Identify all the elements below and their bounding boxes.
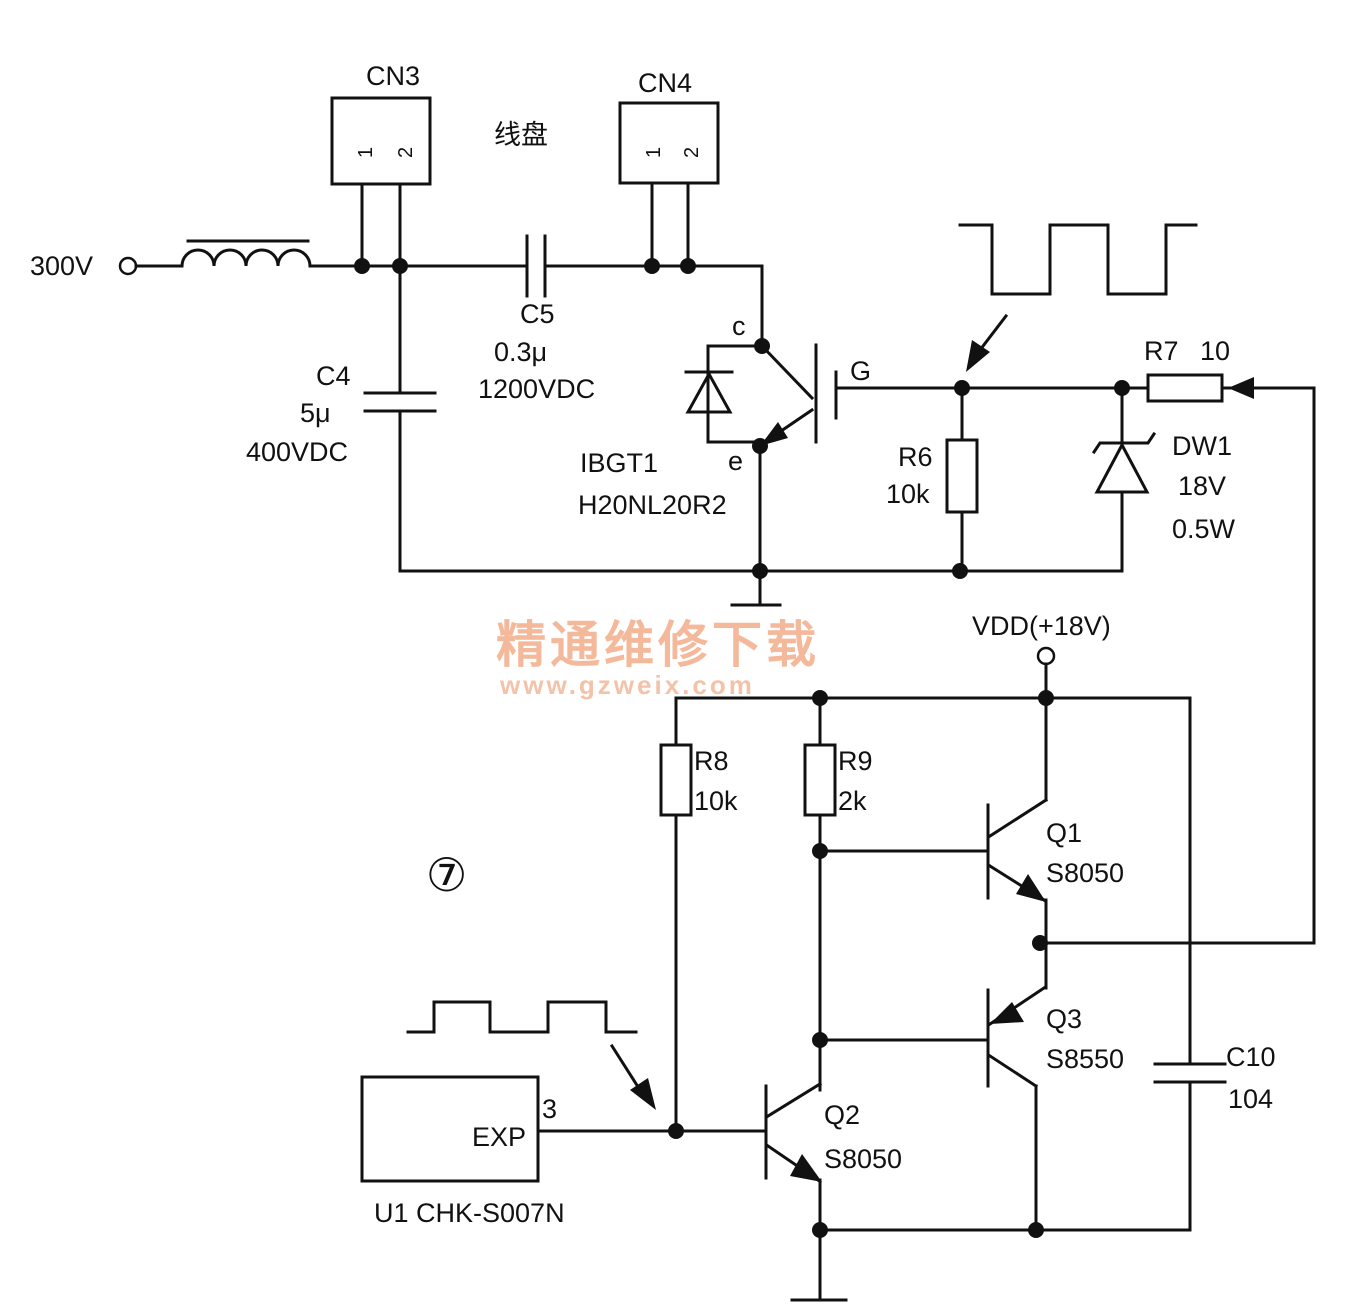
resistor-r6: R6 10k xyxy=(886,380,979,573)
c5-ref: C5 xyxy=(520,299,555,329)
c4-ref: C4 xyxy=(316,361,351,391)
u1-pin-number: 3 xyxy=(542,1094,557,1124)
capacitor-c10: C10 104 xyxy=(1153,696,1276,1232)
r7-ref: R7 xyxy=(1144,336,1179,366)
q1-part: S8050 xyxy=(1046,858,1124,888)
r9-value: 2k xyxy=(838,786,867,816)
resistor-r8: R8 10k xyxy=(659,696,738,1133)
figure-number: ⑦ xyxy=(426,848,467,902)
r9-ref: R9 xyxy=(838,746,873,776)
connector-cn4: CN4 1 2 xyxy=(618,68,720,268)
q3-ref: Q3 xyxy=(1046,1004,1082,1034)
c5-rating: 1200VDC xyxy=(478,374,595,404)
c4-value: 5μ xyxy=(300,398,331,428)
dw1-value: 18V xyxy=(1178,471,1226,501)
igbt-ref: IBGT1 xyxy=(580,448,658,478)
capacitor-c4: C4 5μ 400VDC xyxy=(246,264,437,573)
connector-cn3: CN3 1 2 xyxy=(330,61,432,268)
vdd-label: VDD(+18V) xyxy=(972,611,1111,641)
ic-u1: EXP 3 U1 CHK-S007N xyxy=(360,1075,678,1228)
c4-rating: 400VDC xyxy=(246,437,348,467)
watermark: 精通维修下载 www.gzweix.com xyxy=(496,617,820,700)
c10-ref: C10 xyxy=(1226,1042,1276,1072)
input-label: 300V xyxy=(30,251,93,281)
cn4-label: CN4 xyxy=(638,68,692,98)
cn4-pin2: 2 xyxy=(681,147,703,158)
r7-value: 10 xyxy=(1200,336,1230,366)
resistor-r7: R7 10 xyxy=(1144,336,1316,403)
c5-value: 0.3μ xyxy=(494,337,547,367)
c10-value: 104 xyxy=(1228,1084,1273,1114)
input-waveform xyxy=(406,1000,656,1110)
cn3-pin2: 2 xyxy=(395,147,417,158)
coil-label: 线盘 xyxy=(494,120,548,150)
cn3-pin1: 1 xyxy=(355,147,377,158)
input-terminal: 300V xyxy=(30,251,184,281)
r8-ref: R8 xyxy=(694,746,729,776)
r6-ref: R6 xyxy=(898,442,933,472)
q2-part: S8050 xyxy=(824,1144,902,1174)
watermark-title: 精通维修下载 xyxy=(496,617,820,673)
capacitor-c5: C5 0.3μ 1200VDC xyxy=(358,234,764,404)
transistor-q2: Q2 S8050 xyxy=(674,1038,902,1232)
cn3-label: CN3 xyxy=(366,61,420,91)
transistor-q1: Q1 S8050 xyxy=(818,696,1124,990)
igbt-collector-label: c xyxy=(732,311,746,341)
u1-label: U1 CHK-S007N xyxy=(374,1198,565,1228)
dw1-power: 0.5W xyxy=(1172,514,1236,544)
q1-ref: Q1 xyxy=(1046,818,1082,848)
q3-part: S8550 xyxy=(1046,1044,1124,1074)
resistor-r9: R9 2k xyxy=(803,696,873,1092)
transistor-q3: Q3 S8550 xyxy=(818,985,1124,1232)
igbt-emitter-label: e xyxy=(728,446,743,476)
u1-pin-name: EXP xyxy=(472,1122,526,1152)
inductor xyxy=(180,239,362,268)
igbt-transistor: c e G IBGT1 H20NL20R2 xyxy=(578,264,964,573)
dw1-ref: DW1 xyxy=(1172,431,1232,461)
r6-value: 10k xyxy=(886,479,930,509)
q2-ref: Q2 xyxy=(824,1100,860,1130)
cn4-pin1: 1 xyxy=(643,147,665,158)
r8-value: 10k xyxy=(694,786,738,816)
igbt-gate-label: G xyxy=(850,356,871,386)
figure-number-label: ⑦ xyxy=(426,848,467,902)
zener-dw1: DW1 18V 0.5W xyxy=(1091,386,1236,573)
gate-waveform xyxy=(958,223,1198,372)
vdd-terminal: VDD(+18V) xyxy=(972,611,1111,700)
watermark-url: www.gzweix.com xyxy=(499,670,755,700)
igbt-part: H20NL20R2 xyxy=(578,490,727,520)
